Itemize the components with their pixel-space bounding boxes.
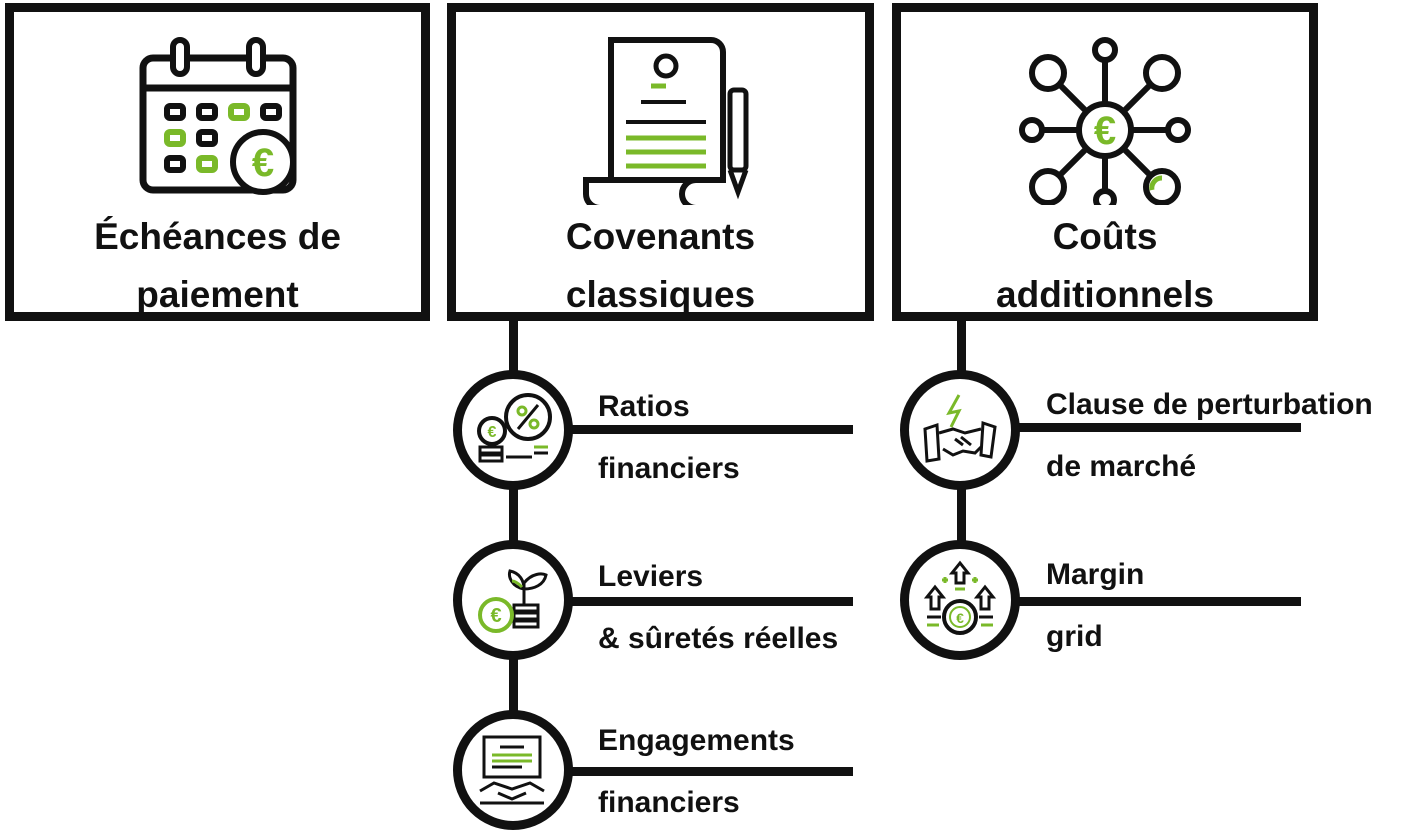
- box-couts-additionnels: € Coûts additionnels: [892, 3, 1318, 321]
- label-line2: & sûretés réelles: [598, 622, 839, 655]
- ratios-label: Ratios financiers: [598, 392, 740, 484]
- box-title-line1: Échéances de: [94, 216, 341, 257]
- svg-text:€: €: [490, 605, 501, 627]
- handshake-disruption-icon: [923, 394, 997, 463]
- label-line2: grid: [1046, 620, 1103, 653]
- svg-text:€: €: [488, 424, 497, 441]
- svg-text:€: €: [1094, 109, 1116, 153]
- box-echeances-de-paiement: € Échéances de paiement: [5, 3, 430, 321]
- label-line1: Ratios: [598, 390, 690, 423]
- clause-line: [1018, 423, 1301, 432]
- margin-arrows-coin-icon: €: [923, 560, 997, 635]
- agreement-handshake-icon: [479, 735, 545, 805]
- label-line2: financiers: [598, 786, 740, 819]
- label-line1: Clause de perturbation: [1046, 388, 1373, 421]
- box-title-line1: Coûts: [1052, 216, 1158, 257]
- box-covenants-classiques: Covenants classiques: [447, 3, 874, 321]
- ratios-line: [570, 425, 853, 434]
- label-line2: de marché: [1046, 450, 1197, 483]
- label-line2: financiers: [598, 452, 740, 485]
- box-title-line2: additionnels: [996, 274, 1214, 315]
- engagements-circle: [453, 710, 573, 830]
- calendar-euro-icon: €: [139, 37, 296, 195]
- ratios-circle: €: [453, 370, 573, 490]
- box-title-line1: Covenants: [565, 216, 756, 257]
- clause-circle: [900, 370, 1020, 490]
- clause-label: Clause de perturbation de marché: [1046, 390, 1373, 482]
- box-title-line2: classiques: [565, 274, 756, 315]
- growth-plant-coins-icon: €: [478, 569, 548, 633]
- leviers-line: [570, 597, 853, 606]
- leviers-label: Leviers & sûretés réelles: [598, 562, 838, 654]
- engagements-label: Engagements financiers: [598, 726, 795, 818]
- euro-network-icon: €: [1019, 37, 1191, 205]
- engagements-line: [570, 767, 853, 776]
- margin-label: Margin grid: [1046, 560, 1144, 652]
- box-title-line2: paiement: [136, 274, 299, 315]
- svg-text:€: €: [251, 141, 273, 185]
- financial-ratio-icon: €: [477, 393, 552, 463]
- margin-circle: €: [900, 540, 1020, 660]
- label-line1: Engagements: [598, 724, 795, 757]
- label-line1: Margin: [1046, 558, 1145, 591]
- margin-line: [1018, 597, 1301, 606]
- contract-document-icon: [582, 37, 748, 205]
- svg-text:€: €: [956, 610, 964, 626]
- leviers-circle: €: [453, 540, 573, 660]
- label-line1: Leviers: [598, 560, 704, 593]
